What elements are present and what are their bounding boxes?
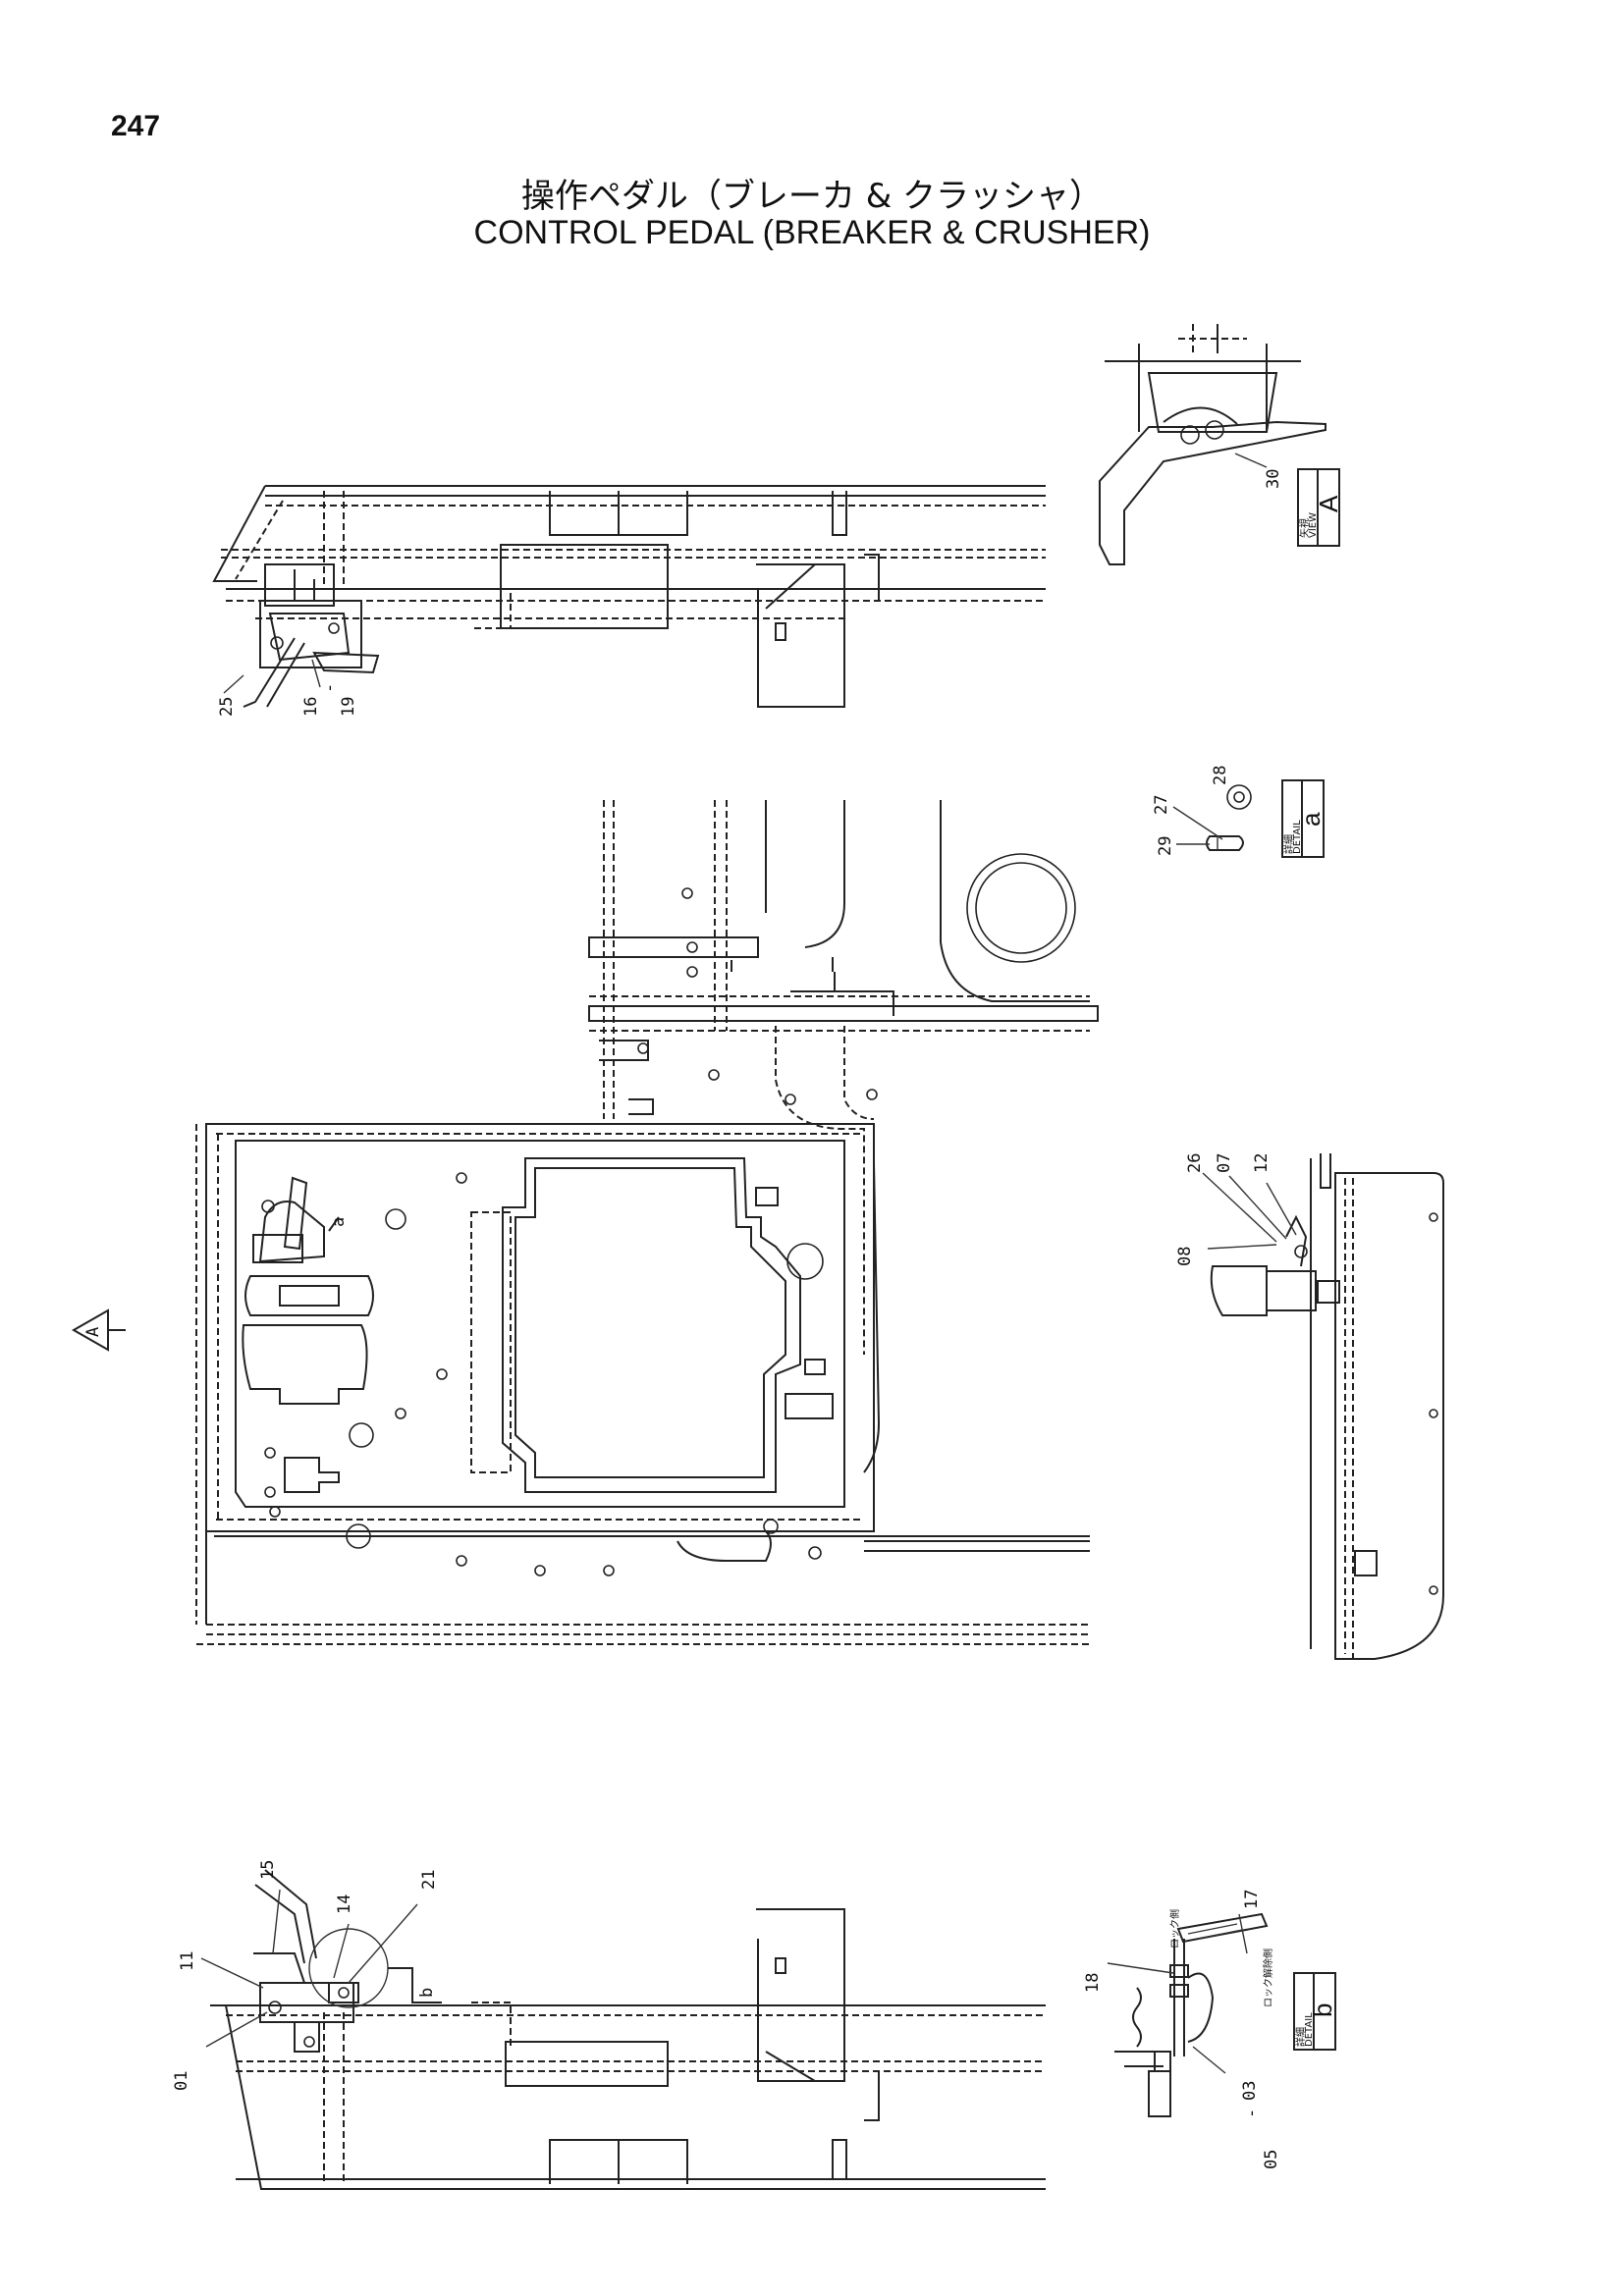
view-a: 30 矢視 VIEW A (1099, 324, 1343, 565)
detail-b-marker: b (417, 1988, 437, 1998)
callout-30: 30 (1264, 469, 1283, 489)
callout-26: 26 (1185, 1153, 1205, 1173)
callout-29: 29 (1156, 836, 1175, 856)
detail-a-caption-jp: 詳細 (1282, 834, 1295, 854)
view-a-caption-en: VIEW (1308, 512, 1319, 538)
callout-01: 01 (172, 2071, 191, 2091)
top-side-view: 25 16 - 19 (212, 485, 1046, 717)
callout-28: 28 (1211, 766, 1230, 785)
detail-b-letter: b (1308, 2003, 1337, 2017)
pedal-assembly-top (243, 569, 380, 708)
callout-15: 15 (258, 1860, 278, 1880)
callout-19: 19 (339, 697, 358, 717)
page-title-japanese: 操作ペダル（ブレーカ & クラッシャ） (520, 177, 1104, 216)
detail-b-label-box: 詳細 DETAIL b (1293, 1972, 1337, 2051)
detail-b-caption-jp: 詳細 (1294, 2027, 1307, 2047)
callout-18: 18 (1083, 1973, 1103, 1993)
pedal-assembly-bottom (253, 1869, 359, 2053)
detail-a-letter: a (1296, 812, 1326, 827)
detail-a-label-box: 詳細 DETAIL a (1281, 779, 1326, 858)
page-number: 247 (111, 110, 161, 142)
detail-b-caption-en: DETAIL (1304, 2012, 1315, 2047)
detail-a: 28 27 29 詳細 DETAIL a (1152, 766, 1326, 858)
detail-a-caption-en: DETAIL (1292, 820, 1303, 854)
svg-text:a: a (329, 1217, 349, 1227)
callout-14: 14 (335, 1895, 354, 1914)
callout-21: 21 (419, 1870, 439, 1890)
callout-07: 07 (1215, 1153, 1234, 1173)
svg-text:-: - (320, 683, 340, 693)
callout-16: 16 (301, 697, 321, 717)
page-title-english: CONTROL PEDAL (BREAKER & CRUSHER) (473, 214, 1151, 251)
bottom-side-view: b 11 15 14 21 01 (172, 1860, 1046, 2190)
callout-03: 03 (1240, 2081, 1260, 2101)
detail-b-note-lock: ロック側 (1168, 1909, 1181, 1949)
svg-text:-: - (1242, 2109, 1262, 2118)
callout-12: 12 (1252, 1153, 1272, 1173)
view-a-letter: A (1314, 495, 1343, 512)
detail-b: 18 17 03 - 05 ロック側 ロック解除側 詳細 DETAIL b (1083, 1890, 1337, 2169)
view-a-caption-jp: 矢視 (1298, 518, 1311, 538)
callout-17: 17 (1242, 1890, 1262, 1909)
pedal-assembly-plan (242, 1176, 374, 1493)
callout-27: 27 (1152, 795, 1171, 815)
right-side-view: 26 07 12 08 (1175, 1153, 1444, 1660)
callout-05: 05 (1262, 2150, 1281, 2169)
view-a-label-box: 矢視 VIEW A (1297, 468, 1343, 547)
callout-08: 08 (1175, 1247, 1195, 1266)
callout-11: 11 (178, 1951, 197, 1971)
view-arrow-a-letter: A (83, 1327, 103, 1337)
view-arrow-a: A (71, 1308, 126, 1352)
detail-b-note-unlock: ロック解除側 (1262, 1949, 1274, 2007)
main-plan-view: a (195, 800, 1099, 1645)
callout-25: 25 (217, 697, 237, 717)
